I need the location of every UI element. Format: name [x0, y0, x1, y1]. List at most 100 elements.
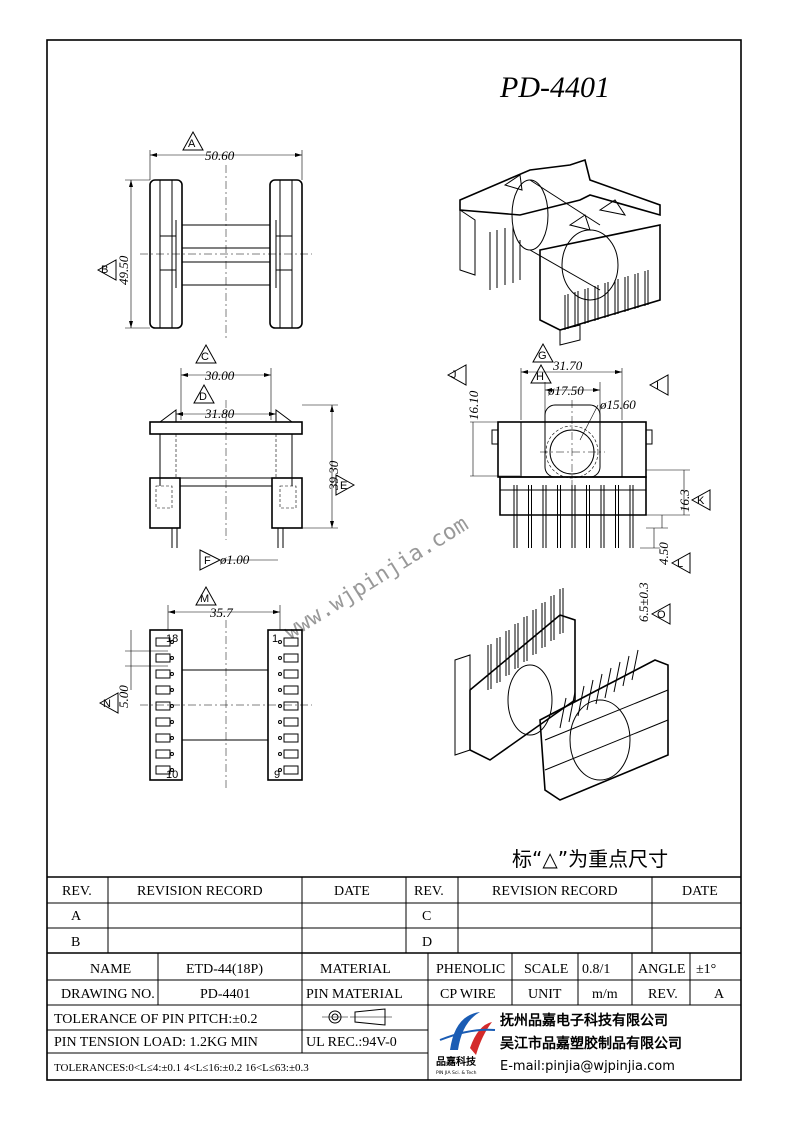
- pin-pad: [155, 717, 171, 727]
- pin-point: [170, 640, 174, 644]
- tolerance-pitch: TOLERANCE OF PIN PITCH:±0.2: [54, 1012, 257, 1027]
- dim-g-value: 31.70: [552, 358, 583, 373]
- dim-c-value: 30.00: [204, 368, 235, 383]
- pin-pad: [283, 685, 299, 695]
- bottom-view: 35.7 M 18 1 10 9 5.00 N: [98, 585, 312, 790]
- pin-label-10: 10: [166, 769, 178, 781]
- material-label: MATERIAL: [320, 962, 391, 977]
- pin-pad: [155, 653, 171, 663]
- angle-value: ±1°: [696, 962, 716, 977]
- logo-subtext: PIN JIA Sci. & Tech: [436, 1070, 477, 1076]
- rev-row-a: A: [71, 909, 82, 924]
- pin-material-value: CP WIRE: [440, 987, 496, 1002]
- date-header-2: DATE: [682, 884, 718, 899]
- drawing-no-label: DRAWING NO.: [61, 987, 155, 1002]
- dim-e-value: 39.30: [326, 460, 341, 491]
- rev-value: A: [714, 987, 725, 1002]
- pin-point: [170, 736, 174, 740]
- rev-row-c: C: [422, 909, 431, 924]
- unit-value: m/m: [592, 987, 618, 1002]
- rev-header-1: REV.: [62, 884, 92, 899]
- dim-l-value: 4.50: [656, 542, 671, 565]
- tolerances: TOLERANCES:0<L≤4:±0.1 4<L≤16:±0.2 16<L≤6…: [54, 1062, 309, 1074]
- pin-point: [170, 752, 174, 756]
- iso-pin: [631, 649, 639, 681]
- iso-pin: [622, 655, 630, 687]
- pin-pad: [283, 749, 299, 759]
- angle-label: ANGLE: [638, 962, 685, 977]
- pin-tension: PIN TENSION LOAD: 1.2KG MIN: [54, 1035, 258, 1050]
- pin-point: [170, 704, 174, 708]
- revision-table: REV. REVISION RECORD DATE REV. REVISION …: [47, 876, 741, 954]
- company-name-1: 抚州品嘉电子科技有限公司: [500, 1012, 668, 1029]
- company-logo-icon: [439, 1012, 496, 1055]
- top-view: 50.60 A 49.50 B: [96, 130, 312, 340]
- pin-label-18: 18: [166, 633, 178, 645]
- front-view: 30.00 C 31.80 D 39.30 E ø1.00: [149, 343, 356, 571]
- pin-point: [278, 672, 282, 676]
- dim-f-tag: F: [204, 555, 211, 567]
- title-block: NAME ETD-44(18P) MATERIAL PHENOLIC SCALE…: [47, 953, 741, 1080]
- logo-text: 品嘉科技: [436, 1055, 477, 1068]
- projection-symbol-icon: [322, 1008, 392, 1026]
- watermark: www.wjpinjia.com: [280, 512, 473, 646]
- side-view: 31.70 G ø17.50 H ø15.60 I 16.10 J: [446, 342, 711, 625]
- pin-pad: [283, 733, 299, 743]
- rev-header-2: REV.: [414, 884, 444, 899]
- pin-pad: [155, 733, 171, 743]
- iso-pin: [595, 673, 603, 705]
- pin-material-label: PIN MATERIAL: [306, 987, 403, 1002]
- pin-pad: [283, 765, 299, 775]
- dim-m-tag: M: [200, 593, 209, 605]
- dim-i-tag: I: [656, 380, 659, 392]
- dim-a-tag: A: [188, 138, 196, 150]
- dim-o-tag: O: [657, 609, 666, 621]
- dim-n-tag: N: [103, 698, 111, 710]
- dim-g-tag: G: [538, 350, 547, 362]
- dim-o-value: 6.5±0.3: [636, 582, 651, 622]
- iso-pin: [568, 691, 576, 723]
- pin-point: [170, 720, 174, 724]
- dim-b-tag: B: [101, 264, 108, 276]
- pin-point: [278, 720, 282, 724]
- pin-pad: [283, 637, 299, 647]
- pin-pad: [155, 669, 171, 679]
- dim-j-tag: J: [451, 369, 457, 381]
- dim-k-tag: K: [697, 495, 705, 507]
- dim-k-value: 16.3: [677, 489, 692, 512]
- iso-pin: [577, 685, 585, 717]
- dim-a-value: 50.60: [205, 148, 235, 163]
- pin-point: [278, 640, 282, 644]
- key-dimension-note: 标“△”为重点尺寸: [512, 847, 668, 871]
- date-header-1: DATE: [334, 884, 370, 899]
- dim-e-tag: E: [340, 480, 347, 492]
- pin-point: [278, 752, 282, 756]
- pin-point: [170, 672, 174, 676]
- drawing-title: PD-4401: [499, 71, 610, 104]
- drawing-no-value: PD-4401: [200, 987, 251, 1002]
- pin-point: [170, 656, 174, 660]
- dim-f-value: ø1.00: [219, 552, 250, 567]
- pin-pad: [283, 701, 299, 711]
- iso-view-bottom: [454, 588, 669, 801]
- name-label: NAME: [90, 962, 131, 977]
- name-value: ETD-44(18P): [186, 962, 263, 977]
- iso-pin: [604, 667, 612, 699]
- rev-record-header-2: REVISION RECORD: [492, 884, 618, 899]
- pin-point: [278, 736, 282, 740]
- sheet-frame: [46, 39, 742, 1081]
- pin-label-9: 9: [274, 769, 280, 781]
- pin-point: [278, 768, 282, 772]
- unit-label: UNIT: [528, 987, 562, 1002]
- pin-point: [278, 688, 282, 692]
- pin-pad: [283, 669, 299, 679]
- company-name-2: 吴江市品嘉塑胶制品有限公司: [500, 1035, 682, 1052]
- scale-label: SCALE: [524, 962, 568, 977]
- iso-pin: [586, 679, 594, 711]
- pin-point: [170, 688, 174, 692]
- dim-i-value: ø15.60: [599, 397, 636, 412]
- dim-b-value: 49.50: [116, 255, 131, 285]
- iso-pin: [613, 661, 621, 693]
- dim-l-tag: L: [677, 558, 683, 570]
